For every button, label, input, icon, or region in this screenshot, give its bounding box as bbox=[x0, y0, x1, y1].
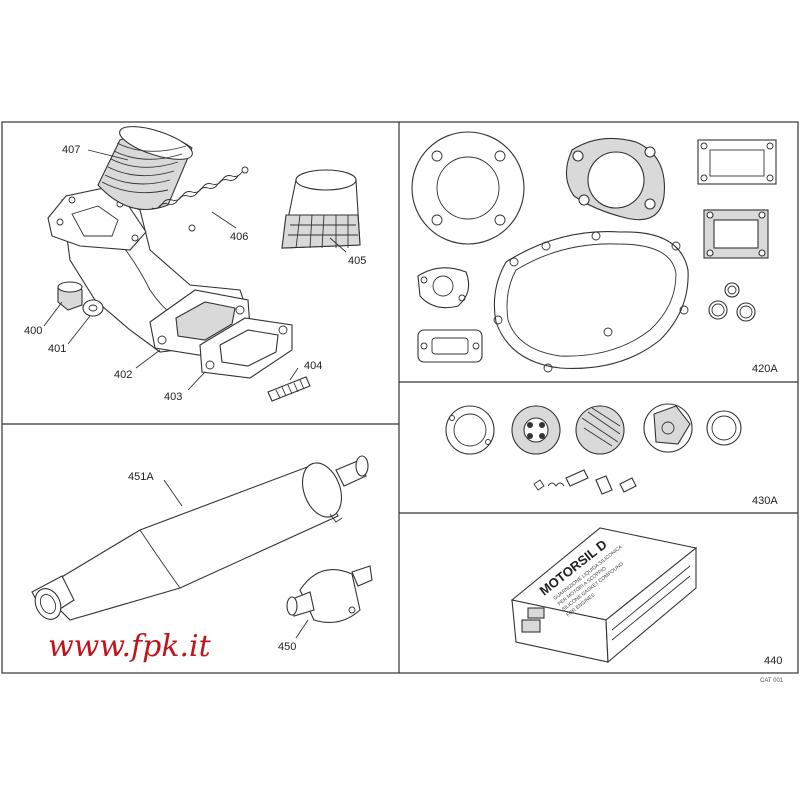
intake-manifold bbox=[47, 187, 251, 357]
label-sealant: 440 bbox=[764, 655, 782, 667]
gasket-set-panel: 420A bbox=[411, 131, 778, 375]
intake-leaders bbox=[43, 149, 347, 391]
panel-frames bbox=[1, 121, 799, 674]
exhaust-flange-gasket bbox=[417, 329, 483, 363]
crankcase-gasket bbox=[493, 231, 689, 373]
website-url: www.fpk.it bbox=[48, 629, 212, 664]
carb-gasket-1 bbox=[445, 405, 495, 455]
bushing bbox=[57, 281, 83, 311]
logo-block-2 bbox=[521, 619, 541, 633]
cylinder-gasket bbox=[565, 137, 665, 221]
washer bbox=[82, 299, 104, 317]
manifold-boot bbox=[97, 126, 193, 211]
carb-kit-panel: 430A bbox=[445, 403, 778, 507]
o-rings bbox=[708, 282, 756, 322]
sealant-panel: MOTORSIL D GUARNIZIONE LIQUIDA SILICONIC… bbox=[510, 527, 782, 667]
carb-small-parts bbox=[533, 469, 637, 495]
label-spring: 406 bbox=[230, 231, 248, 243]
carb-diaphragm bbox=[511, 405, 561, 455]
silencer-leader bbox=[295, 619, 309, 639]
manifold-gasket bbox=[199, 317, 293, 379]
spring bbox=[151, 166, 249, 232]
sealant-box: MOTORSIL D GUARNIZIONE LIQUIDA SILICONIC… bbox=[510, 527, 698, 664]
label-manifold: 402 bbox=[114, 369, 132, 381]
stud bbox=[267, 376, 311, 402]
label-washer: 401 bbox=[48, 343, 66, 355]
label-muffler: 451A bbox=[128, 471, 154, 483]
label-filter-sleeve: 405 bbox=[348, 255, 366, 267]
muffler-leader bbox=[163, 479, 183, 507]
label-gasket: 403 bbox=[164, 391, 182, 403]
label-gasket-set: 420A bbox=[752, 363, 778, 375]
carb-pump-gasket bbox=[643, 403, 693, 453]
logo-block-1 bbox=[527, 607, 545, 619]
carb-filter-screen bbox=[575, 405, 625, 455]
muffler bbox=[31, 455, 369, 621]
label-carb-kit: 430A bbox=[752, 495, 778, 507]
label-manifold-boot: 407 bbox=[62, 144, 80, 156]
intake-panel: 407 406 405 400 401 402 403 404 bbox=[24, 126, 366, 403]
drawing-code: CAT 001 bbox=[760, 678, 784, 684]
reed-gasket-top bbox=[697, 139, 777, 185]
exhaust-panel: 451A 450 www.fpk.it bbox=[31, 455, 373, 664]
label-bushing: 400 bbox=[24, 325, 42, 337]
label-stud: 404 bbox=[304, 360, 322, 372]
head-gasket bbox=[411, 131, 525, 245]
reed-gasket-bottom bbox=[703, 209, 769, 259]
filter-sleeve bbox=[281, 169, 361, 249]
carb-flange-gasket bbox=[417, 267, 470, 309]
silencer-cap bbox=[286, 565, 373, 623]
carb-o-ring bbox=[706, 410, 742, 446]
label-silencer-cap: 450 bbox=[278, 641, 296, 653]
